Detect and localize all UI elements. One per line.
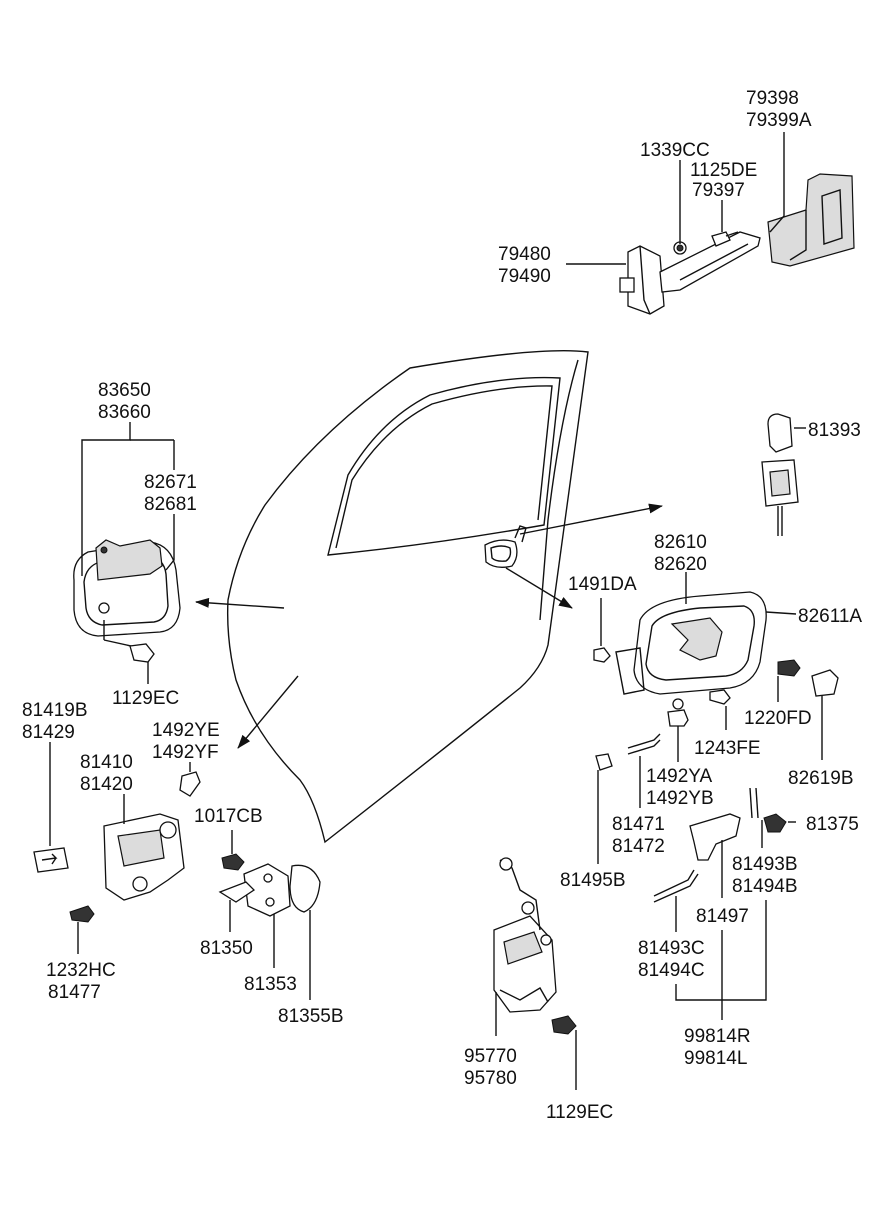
label-81429: 81429 bbox=[22, 722, 75, 743]
label-82619B: 82619B bbox=[788, 768, 854, 789]
cap-82619B bbox=[811, 669, 839, 697]
knob-81393 bbox=[767, 413, 793, 453]
label-81410: 81410 bbox=[80, 752, 133, 773]
clip-1491DA bbox=[593, 647, 611, 663]
label-82610: 82610 bbox=[654, 532, 707, 553]
label-79480: 79480 bbox=[498, 244, 551, 265]
label-81493B: 81493B bbox=[732, 854, 798, 875]
screw-1220FD bbox=[777, 659, 801, 677]
check-arm bbox=[659, 231, 761, 293]
label-1125DE: 1125DE bbox=[690, 160, 757, 181]
label-81477: 81477 bbox=[48, 982, 101, 1003]
label-1243FE: 1243FE bbox=[694, 738, 761, 759]
rod-81493C bbox=[653, 869, 695, 897]
label-leader-lines bbox=[49, 132, 823, 1090]
label-82611A: 82611A bbox=[798, 606, 862, 627]
label-82681: 82681 bbox=[144, 494, 197, 515]
screw-1017CB bbox=[221, 853, 245, 871]
label-1129EC-a: 1129EC bbox=[112, 688, 179, 709]
label-81355B: 81355B bbox=[278, 1006, 344, 1027]
label-83660: 83660 bbox=[98, 402, 151, 423]
plate-81350 bbox=[218, 881, 256, 903]
label-82620: 82620 bbox=[654, 554, 707, 575]
label-1492YB: 1492YB bbox=[646, 788, 714, 809]
nut-81375 bbox=[763, 813, 787, 833]
check-cover-79398 bbox=[767, 173, 855, 267]
rod-81493B bbox=[749, 787, 753, 819]
part-labels: 79398 79399A 1339CC 1125DE 79397 79480 7… bbox=[22, 88, 862, 1123]
screw-1243FE bbox=[709, 689, 731, 705]
label-81497: 81497 bbox=[696, 906, 749, 927]
label-81353: 81353 bbox=[244, 974, 297, 995]
label-95770: 95770 bbox=[464, 1046, 517, 1067]
label-81375: 81375 bbox=[806, 814, 859, 835]
label-95780: 95780 bbox=[464, 1068, 517, 1089]
label-79399A: 79399A bbox=[746, 110, 812, 131]
door-handle-recess bbox=[484, 539, 518, 568]
label-82671: 82671 bbox=[144, 472, 197, 493]
label-81494B: 81494B bbox=[732, 876, 798, 897]
plug-1492YE bbox=[179, 771, 201, 797]
label-81472: 81472 bbox=[612, 836, 665, 857]
rods-and-clips bbox=[595, 698, 787, 903]
check-bolt-79397 bbox=[711, 231, 731, 247]
label-99814R: 99814R bbox=[684, 1026, 751, 1047]
shim-81355B bbox=[289, 864, 321, 913]
door-panel bbox=[227, 350, 589, 844]
rod-81471 bbox=[627, 733, 661, 749]
label-1491DA: 1491DA bbox=[568, 574, 637, 595]
label-1129EC-b: 1129EC bbox=[546, 1102, 613, 1123]
label-1492YF: 1492YF bbox=[152, 742, 219, 763]
outside-handle-assembly bbox=[73, 539, 181, 663]
label-1492YA: 1492YA bbox=[646, 766, 713, 787]
clip-1492YA bbox=[667, 709, 689, 727]
door-lock-actuator-assembly bbox=[493, 857, 577, 1035]
label-1339CC: 1339CC bbox=[640, 140, 710, 161]
label-79398: 79398 bbox=[746, 88, 799, 109]
screw-1129EC-a bbox=[129, 643, 155, 663]
screw-1129EC-b bbox=[551, 1015, 577, 1035]
striker-81353 bbox=[243, 863, 291, 917]
label-81419B bbox=[33, 847, 69, 873]
label-1220FD: 1220FD bbox=[744, 708, 812, 729]
label-81471: 81471 bbox=[612, 814, 665, 835]
latch-striker-assembly bbox=[33, 771, 321, 923]
lever-81497 bbox=[689, 813, 741, 861]
label-79490: 79490 bbox=[498, 266, 551, 287]
label-99814L: 99814L bbox=[684, 1048, 747, 1069]
label-83650: 83650 bbox=[98, 380, 151, 401]
leader-arrows bbox=[195, 503, 663, 749]
label-81393: 81393 bbox=[808, 420, 861, 441]
label-81494C: 81494C bbox=[638, 960, 705, 981]
label-1232HC: 1232HC bbox=[46, 960, 116, 981]
screw-1232HC bbox=[69, 905, 95, 923]
inside-handle-lever bbox=[670, 617, 723, 661]
label-81495B: 81495B bbox=[560, 870, 626, 891]
label-81493C: 81493C bbox=[638, 938, 705, 959]
label-81350: 81350 bbox=[200, 938, 253, 959]
label-81419B: 81419B bbox=[22, 700, 88, 721]
label-1492YE: 1492YE bbox=[152, 720, 220, 741]
label-1017CB: 1017CB bbox=[194, 806, 263, 827]
inside-handle-assembly bbox=[593, 413, 839, 705]
label-79397: 79397 bbox=[692, 180, 745, 201]
label-81420: 81420 bbox=[80, 774, 133, 795]
door-check-assembly bbox=[619, 173, 855, 315]
clip-81495B bbox=[595, 753, 613, 771]
